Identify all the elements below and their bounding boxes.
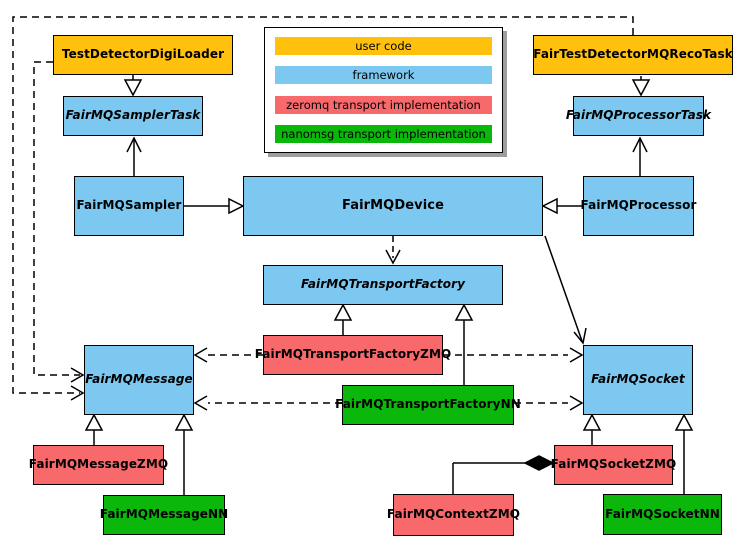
class-box-testdetectordigiloader: TestDetectorDigiLoader	[53, 35, 233, 75]
class-box-fairmqmessage: FairMQMessage	[84, 345, 194, 415]
association-edge-processor-processortask	[632, 136, 648, 176]
class-box-fairmqcontextzmq: FairMQContextZMQ	[387, 494, 520, 536]
dashed-edge-factoryzmq-socket	[443, 347, 584, 363]
inheritance-edge-recotask-processortask	[631, 76, 651, 97]
inheritance-edge-processor-device	[541, 197, 583, 215]
inheritance-edge-factoryzmq-factory	[333, 303, 353, 335]
class-box-fairmqtransportfactory: FairMQTransportFactory	[263, 265, 503, 305]
class-box-fairmqsampler: FairMQSampler	[74, 176, 184, 236]
class-box-fairmqsocket: FairMQSocket	[583, 345, 693, 415]
inheritance-edge-socketzmq-socket	[582, 413, 602, 445]
dashed-edge-factorynn-message	[193, 395, 342, 411]
dashed-edge-factorynn-socket	[514, 395, 584, 411]
legend-item-zeromq: zeromq transport implementation	[275, 95, 492, 114]
inheritance-edge-digiloader-samplertask	[123, 75, 143, 97]
dashed-edge-factoryzmq-message	[193, 347, 263, 363]
class-box-fairmqprocessortask: FairMQProcessorTask	[566, 96, 711, 136]
class-box-fairmqdevice: FairMQDevice	[243, 176, 543, 236]
class-box-fairmqtransportfactorynn: FairMQTransportFactoryNN	[335, 385, 521, 425]
inheritance-edge-sampler-device	[184, 197, 245, 215]
legend-box: user code framework zeromq transport imp…	[264, 27, 503, 153]
inheritance-edge-messagezmq-message	[84, 413, 104, 445]
legend-item-framework: framework	[275, 66, 492, 85]
inheritance-edge-messagenn-message	[174, 413, 194, 495]
class-box-fairtestdetectormqrecotask: FairTestDetectorMQRecoTask	[533, 35, 733, 75]
class-box-fairmqmessagenn: FairMQMessageNN	[100, 495, 228, 535]
dashed-edge-device-transportfactory	[385, 236, 401, 265]
inheritance-edge-socketnn-socket	[674, 413, 694, 494]
legend-item-nanomsg: nanomsg transport implementation	[275, 124, 492, 143]
inheritance-edge-factorynn-factory	[454, 303, 474, 385]
class-box-fairmqsamplertask: FairMQSamplerTask	[63, 96, 203, 136]
association-edge-device-socket	[544, 235, 587, 345]
class-box-fairmqsocketzmq: FairMQSocketZMQ	[551, 445, 676, 485]
class-box-fairmqtransportfactoryzmq: FairMQTransportFactoryZMQ	[255, 335, 451, 375]
legend-item-user-code: user code	[275, 37, 492, 55]
class-box-fairmqmessagezmq: FairMQMessageZMQ	[29, 445, 168, 485]
class-box-fairmqprocessor: FairMQProcessor	[581, 176, 696, 236]
class-box-fairmqsocketnn: FairMQSocketNN	[603, 494, 722, 535]
association-edge-sampler-samplertask	[126, 136, 142, 176]
composition-edge-socketzmq-contextzmq	[452, 455, 555, 494]
